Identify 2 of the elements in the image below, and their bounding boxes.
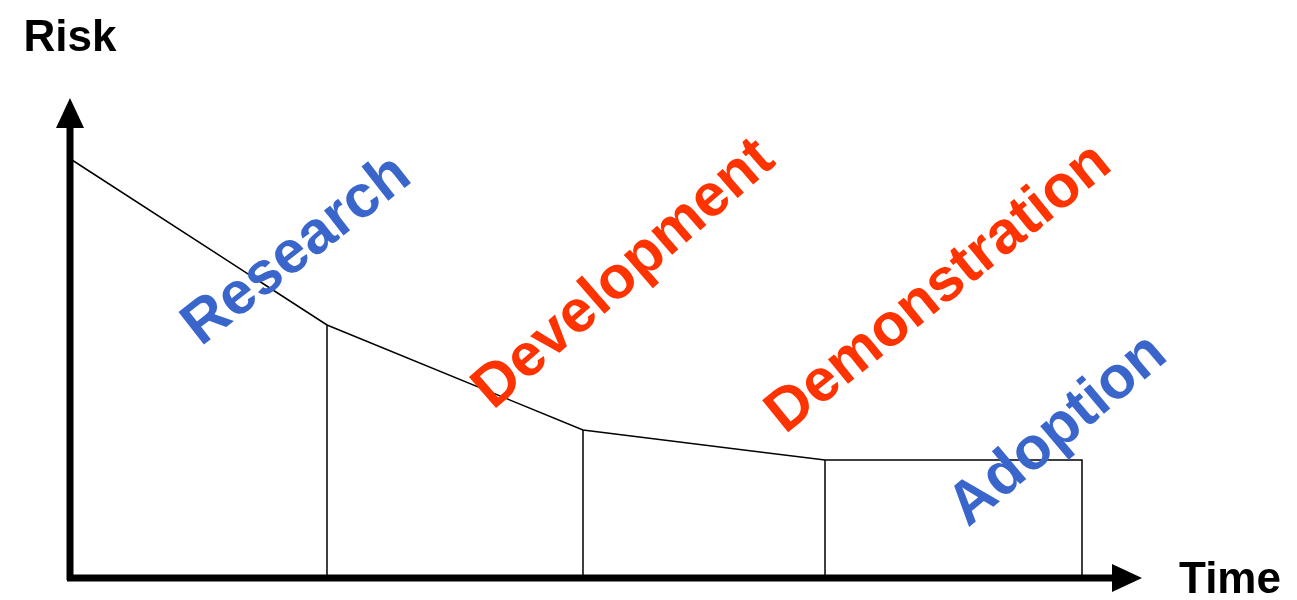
axis-title: Time (1179, 556, 1281, 600)
axis-title: Risk (23, 14, 117, 58)
